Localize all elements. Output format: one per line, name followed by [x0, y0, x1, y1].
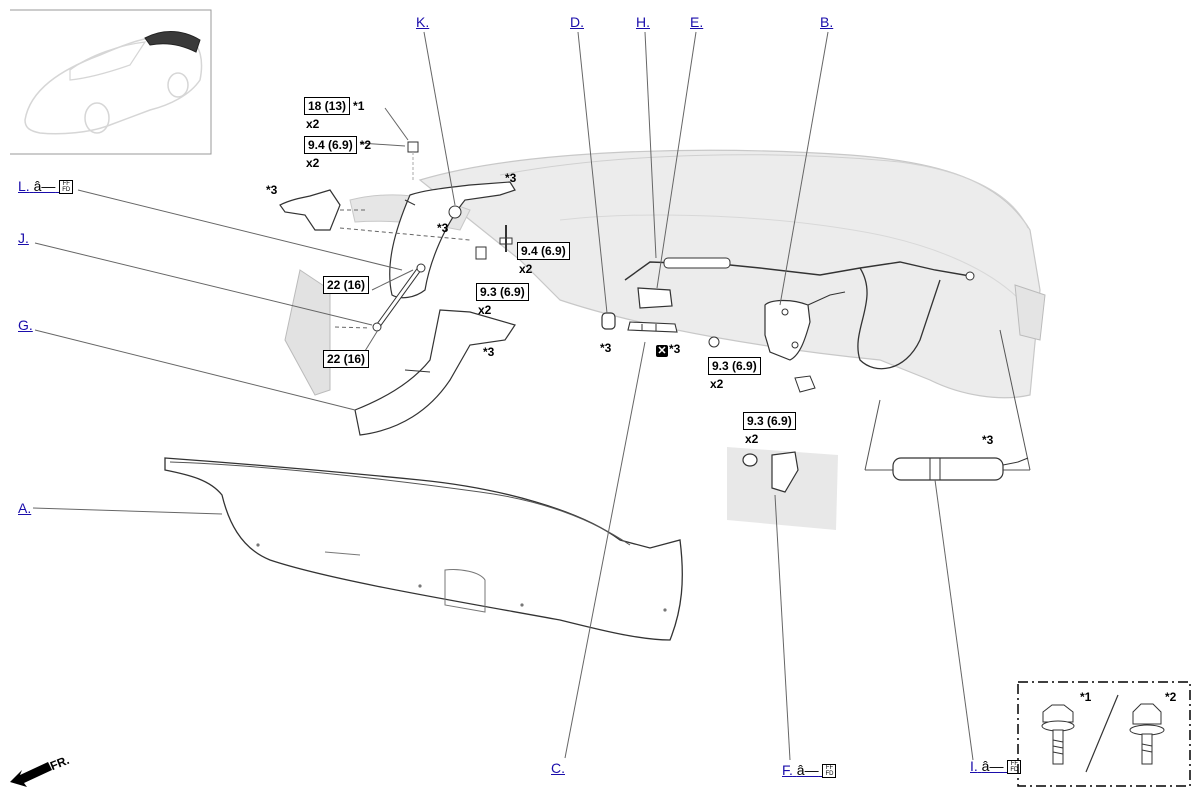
callout-i-letter[interactable]: I.	[970, 758, 978, 774]
note-star-3: *3	[505, 171, 517, 185]
body-panel-background	[284, 149, 1046, 399]
torque-qty: x2	[745, 432, 759, 446]
torque-qty: x2	[306, 156, 320, 170]
torque-qty: x2	[306, 117, 320, 131]
torque-value: 22 (16)	[323, 276, 370, 294]
callout-k[interactable]: K.	[416, 14, 430, 30]
vehicle-locator-thumbnail	[10, 9, 212, 155]
trunk-damper	[864, 329, 1031, 481]
front-arrow	[10, 762, 52, 787]
torque-spec-22-a: 22 (16)	[323, 276, 370, 294]
lock-bracket	[279, 189, 341, 231]
note-star-3: *3	[437, 221, 449, 235]
torque-note: *1	[353, 99, 365, 113]
callout-f-suffix: â—	[796, 762, 819, 778]
torque-qty: x2	[519, 262, 533, 276]
trunk-lock	[764, 291, 846, 393]
trunk-lock-striker	[708, 336, 799, 493]
note-star-3: *3	[266, 183, 278, 197]
cushion	[601, 312, 616, 330]
note-star-3-replace: ✕*3	[656, 342, 680, 357]
torque-value: 9.4 (6.9)	[304, 136, 357, 154]
torque-value: 18 (13)	[304, 97, 351, 115]
opener-switch	[637, 287, 673, 309]
torque-value: 9.3 (6.9)	[476, 283, 529, 301]
callout-i-suffix: â—	[981, 758, 1004, 774]
note-star-3-label: *3	[669, 342, 681, 356]
torque-value: 9.4 (6.9)	[517, 242, 570, 260]
trunk-stay	[372, 263, 426, 332]
callout-j[interactable]: J.	[18, 230, 29, 246]
torque-spec-9-4-b: 9.4 (6.9) x2	[517, 242, 570, 276]
note-star-3: *3	[982, 433, 994, 447]
torque-spec-9-4-a: 9.4 (6.9)*2 x2	[304, 136, 371, 170]
torque-value: 9.3 (6.9)	[743, 412, 796, 430]
torque-note: *2	[359, 138, 372, 152]
note-star-3: *3	[600, 341, 612, 355]
callout-l-letter[interactable]: L.	[18, 178, 30, 194]
torque-spec-18: 18 (13)*1 x2	[304, 97, 364, 131]
leader-lines	[32, 31, 974, 761]
wire-harness	[624, 257, 975, 370]
flange-bolt-1-icon	[1041, 704, 1075, 765]
torque-spec-9-3-c: 9.3 (6.9) x2	[743, 412, 796, 446]
callout-a[interactable]: A.	[18, 500, 32, 516]
legend-bolt-2-label: *2	[1165, 690, 1177, 704]
flange-bolt-2-icon	[1129, 703, 1165, 765]
torque-qty: x2	[478, 303, 492, 317]
bolt-legend-box	[1017, 681, 1191, 787]
note-star-3: *3	[483, 345, 495, 359]
hinge-bolt	[407, 141, 513, 260]
callout-h[interactable]: H.	[636, 14, 650, 30]
callout-d[interactable]: D.	[570, 14, 584, 30]
callout-b[interactable]: B.	[820, 14, 834, 30]
callout-g[interactable]: G.	[18, 317, 33, 333]
callout-f-letter[interactable]: F.	[782, 762, 793, 778]
legend-bolt-1-label: *1	[1080, 690, 1092, 704]
do-not-reuse-icon: ✕	[656, 345, 668, 357]
trunk-lid-trim-panel	[164, 457, 683, 641]
torque-value: 22 (16)	[323, 350, 370, 368]
torque-spec-9-3-b: 9.3 (6.9) x2	[708, 357, 761, 391]
torque-spec-9-3-a: 9.3 (6.9) x2	[476, 283, 529, 317]
torque-qty: x2	[710, 377, 724, 391]
hinge-cover	[354, 309, 516, 436]
torque-value: 9.3 (6.9)	[708, 357, 761, 375]
weatherstrip	[627, 321, 678, 333]
torque-spec-22-b: 22 (16)	[323, 350, 370, 368]
callout-e[interactable]: E.	[690, 14, 704, 30]
callout-c[interactable]: C.	[551, 760, 565, 776]
callout-l-suffix: â—	[33, 178, 56, 194]
